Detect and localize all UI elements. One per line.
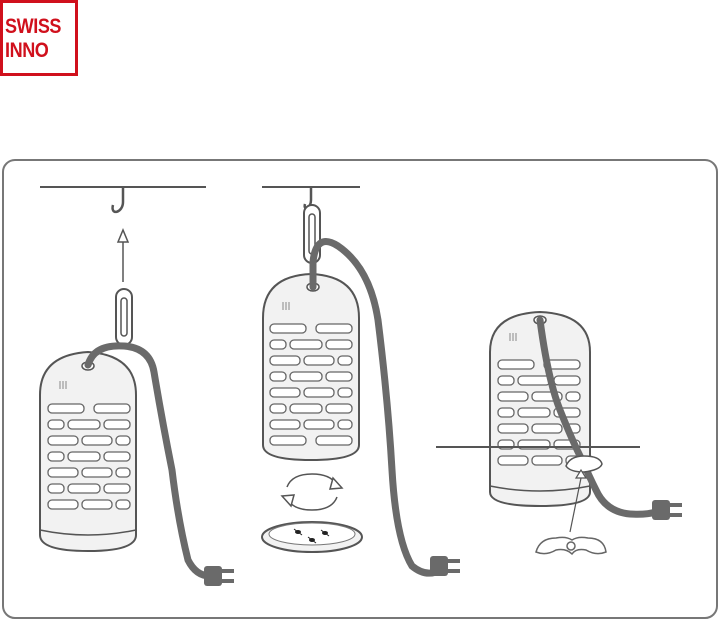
brand-logo: SWISS INNO bbox=[0, 0, 78, 76]
power-cord-icon bbox=[309, 238, 440, 577]
ceiling-hook-icon bbox=[111, 187, 125, 214]
plug-icon bbox=[204, 566, 234, 586]
insects-icon bbox=[293, 528, 330, 544]
tray-icon bbox=[261, 521, 363, 553]
pointer-line bbox=[569, 477, 582, 533]
rotate-arrows-icon bbox=[280, 473, 344, 511]
instruction-frame bbox=[2, 159, 718, 619]
brand-logo-line2: INNO bbox=[5, 39, 49, 62]
plug-icon bbox=[430, 556, 460, 576]
step-1-hang-on-hook bbox=[39, 186, 234, 586]
cord-clip-mounted bbox=[565, 455, 603, 473]
power-cord-icon bbox=[536, 316, 660, 518]
cord-clip-icon bbox=[535, 536, 607, 556]
power-cord-icon bbox=[84, 342, 214, 580]
lamp-icon bbox=[262, 272, 360, 462]
step-3-table-mount bbox=[436, 310, 682, 556]
lamp-grille bbox=[497, 359, 581, 466]
plug-icon bbox=[652, 500, 682, 520]
lamp-grille bbox=[47, 403, 131, 510]
brand-logo-line1: SWISS bbox=[5, 15, 62, 38]
step-2-empty-tray bbox=[261, 186, 460, 577]
lamp-grille bbox=[269, 323, 353, 446]
